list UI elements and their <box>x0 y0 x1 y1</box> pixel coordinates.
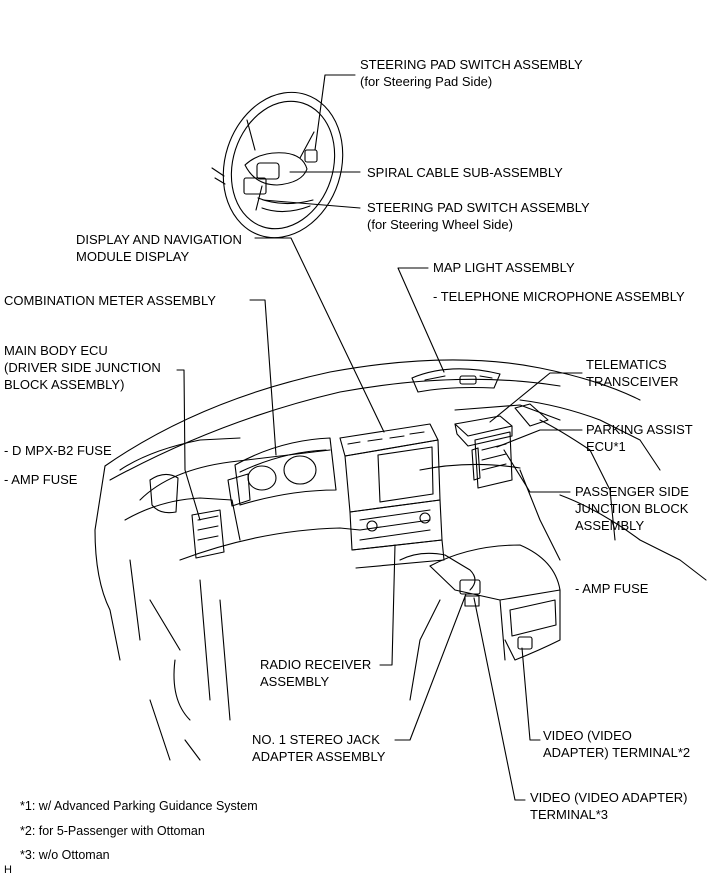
footnote-2: *2: for 5-Passenger with Ottoman <box>20 824 205 838</box>
label-line: - D MPX-B2 FUSE <box>4 443 112 458</box>
label-radio-receiver: RADIO RECEIVER ASSEMBLY <box>260 656 371 690</box>
label-line: MAIN BODY ECU <box>4 343 108 358</box>
label-line: MAP LIGHT ASSEMBLY <box>433 260 575 275</box>
label-line: VIDEO (VIDEO ADAPTER) <box>530 790 688 805</box>
label-telephone-microphone: - TELEPHONE MICROPHONE ASSEMBLY <box>433 288 685 305</box>
label-line: - AMP FUSE <box>4 472 78 487</box>
label-line: NO. 1 STEREO JACK <box>252 732 380 747</box>
label-parking-assist-ecu: PARKING ASSIST ECU*1 <box>586 421 693 455</box>
label-map-light: MAP LIGHT ASSEMBLY <box>433 259 575 276</box>
label-line: ADAPTER ASSEMBLY <box>252 749 386 764</box>
label-line: TRANSCEIVER <box>586 374 679 389</box>
main-body-ecu-drawing <box>149 473 225 559</box>
label-line: TELEMATICS <box>586 357 667 372</box>
center-stack-drawing <box>339 423 445 569</box>
label-amp-fuse-right: - AMP FUSE <box>575 580 648 597</box>
label-line: MODULE DISPLAY <box>76 249 190 264</box>
label-line: TERMINAL*3 <box>530 807 609 822</box>
label-line: ADAPTER) TERMINAL*2 <box>543 745 691 760</box>
label-stereo-jack-adapter: NO. 1 STEREO JACK ADAPTER ASSEMBLY <box>252 731 385 765</box>
label-line: (for Steering Pad Side) <box>360 74 493 89</box>
label-d-mpx-b2-fuse: - D MPX-B2 FUSE <box>4 442 112 459</box>
leader-lines <box>176 74 583 801</box>
footnote-3: *3: w/o Ottoman <box>20 848 110 862</box>
label-video-terminal-2: VIDEO (VIDEO ADAPTER) TERMINAL*2 <box>543 727 690 761</box>
label-spiral-cable: SPIRAL CABLE SUB-ASSEMBLY <box>367 164 563 181</box>
footnote-1: *1: w/ Advanced Parking Guidance System <box>20 799 258 813</box>
label-telematics-transceiver: TELEMATICS TRANSCEIVER <box>586 356 678 390</box>
corner-mark: H <box>4 864 12 876</box>
label-line: PASSENGER SIDE <box>575 484 689 499</box>
label-line: PARKING ASSIST <box>586 422 693 437</box>
combination-meter-drawing <box>227 437 337 507</box>
label-video-terminal-3: VIDEO (VIDEO ADAPTER) TERMINAL*3 <box>530 789 687 823</box>
label-line: ASSEMBLY <box>575 518 645 533</box>
center-console-drawing <box>399 544 561 701</box>
label-line: VIDEO (VIDEO <box>543 728 632 743</box>
map-light-drawing <box>411 368 501 393</box>
label-combination-meter: COMBINATION METER ASSEMBLY <box>4 292 216 309</box>
label-steering-pad-switch-pad-side: STEERING PAD SWITCH ASSEMBLY (for Steeri… <box>360 56 583 90</box>
label-amp-fuse-left: - AMP FUSE <box>4 471 77 488</box>
label-line: SPIRAL CABLE SUB-ASSEMBLY <box>367 165 563 180</box>
label-line: RADIO RECEIVER <box>260 657 372 672</box>
label-steering-pad-switch-wheel-side: STEERING PAD SWITCH ASSEMBLY (for Steeri… <box>367 199 590 233</box>
label-line: STEERING PAD SWITCH ASSEMBLY <box>360 57 583 72</box>
label-line: ECU*1 <box>586 439 626 454</box>
label-passenger-junction-block: PASSENGER SIDE JUNCTION BLOCK ASSEMBLY <box>575 483 689 534</box>
label-line: STEERING PAD SWITCH ASSEMBLY <box>367 200 590 215</box>
label-line: ASSEMBLY <box>260 674 330 689</box>
label-line: BLOCK ASSEMBLY) <box>4 377 125 392</box>
label-line: (for Steering Wheel Side) <box>367 217 513 232</box>
label-line: - AMP FUSE <box>575 581 649 596</box>
label-line: JUNCTION BLOCK <box>575 501 689 516</box>
passenger-side-modules-drawing <box>454 403 549 489</box>
steering-wheel-drawing <box>211 91 344 239</box>
label-line: - TELEPHONE MICROPHONE ASSEMBLY <box>433 289 685 304</box>
label-line: COMBINATION METER ASSEMBLY <box>4 293 216 308</box>
dashboard-outline <box>94 359 707 761</box>
label-line: DISPLAY AND NAVIGATION <box>76 232 242 247</box>
label-line: (DRIVER SIDE JUNCTION <box>4 360 161 375</box>
label-display-navigation: DISPLAY AND NAVIGATION MODULE DISPLAY <box>76 231 242 265</box>
label-main-body-ecu: MAIN BODY ECU (DRIVER SIDE JUNCTION BLOC… <box>4 342 161 393</box>
